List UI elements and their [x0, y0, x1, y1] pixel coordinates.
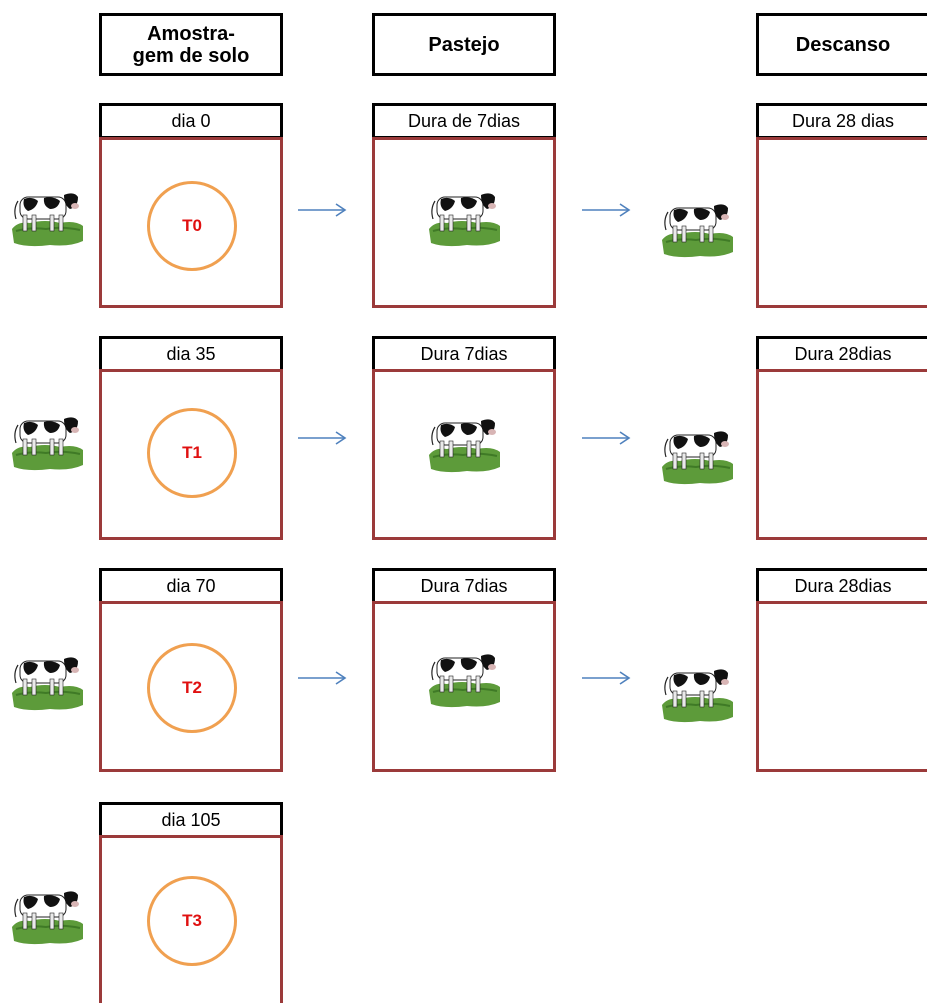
header-grazing-label: Pastejo: [428, 33, 500, 56]
cow-icon-row2-rest: [660, 655, 734, 725]
rest-duration-label-row1: Dura 28dias: [756, 336, 927, 372]
cow-icon-row1-left: [10, 403, 84, 473]
sampling-day-label-row1: dia 35: [99, 336, 283, 372]
arrow-right-icon: [296, 202, 348, 218]
treatment-circle-t2: T2: [147, 643, 237, 733]
rest-panel-row1: [756, 369, 927, 540]
header-sampling: Amostra- gem de solo: [99, 13, 283, 76]
sampling-day-label-row3: dia 105: [99, 802, 283, 838]
cow-icon-row0-left: [10, 179, 84, 249]
cow-icon-row3-left: [10, 877, 84, 947]
treatment-label: T3: [182, 911, 202, 930]
grazing-duration-label-row1: Dura 7dias: [372, 336, 556, 372]
cow-icon-row0-grazing: [427, 179, 501, 249]
rest-duration-label-row2: Dura 28dias: [756, 568, 927, 604]
treatment-label: T2: [182, 678, 202, 697]
cow-icon-row1-rest: [660, 417, 734, 487]
sampling-day-label-row2: dia 70: [99, 568, 283, 604]
arrow-right-icon: [580, 430, 632, 446]
arrow-right-icon: [580, 670, 632, 686]
grazing-duration-label-row2: Dura 7dias: [372, 568, 556, 604]
sampling-day-label-row0: dia 0: [99, 103, 283, 139]
arrow-right-icon: [296, 670, 348, 686]
header-rest: Descanso: [756, 13, 927, 76]
header-grazing: Pastejo: [372, 13, 556, 76]
arrow-right-icon: [580, 202, 632, 218]
treatment-circle-t1: T1: [147, 408, 237, 498]
cow-icon-row0-rest: [660, 190, 734, 260]
cow-icon-row1-grazing: [427, 405, 501, 475]
rest-panel-row0: [756, 137, 927, 308]
treatment-circle-t0: T0: [147, 181, 237, 271]
rest-duration-label-row0: Dura 28 dias: [756, 103, 927, 139]
cow-icon-row2-left: [10, 643, 84, 713]
arrow-right-icon: [296, 430, 348, 446]
header-sampling-line2: gem de solo: [132, 44, 250, 67]
treatment-label: T1: [182, 443, 202, 462]
treatment-label: T0: [182, 216, 202, 235]
header-sampling-line1: Amostra-: [147, 22, 235, 45]
header-rest-label: Descanso: [795, 33, 891, 56]
cow-icon-row2-grazing: [427, 640, 501, 710]
treatment-circle-t3: T3: [147, 876, 237, 966]
rest-panel-row2: [756, 601, 927, 772]
grazing-duration-label-row0: Dura de 7dias: [372, 103, 556, 139]
